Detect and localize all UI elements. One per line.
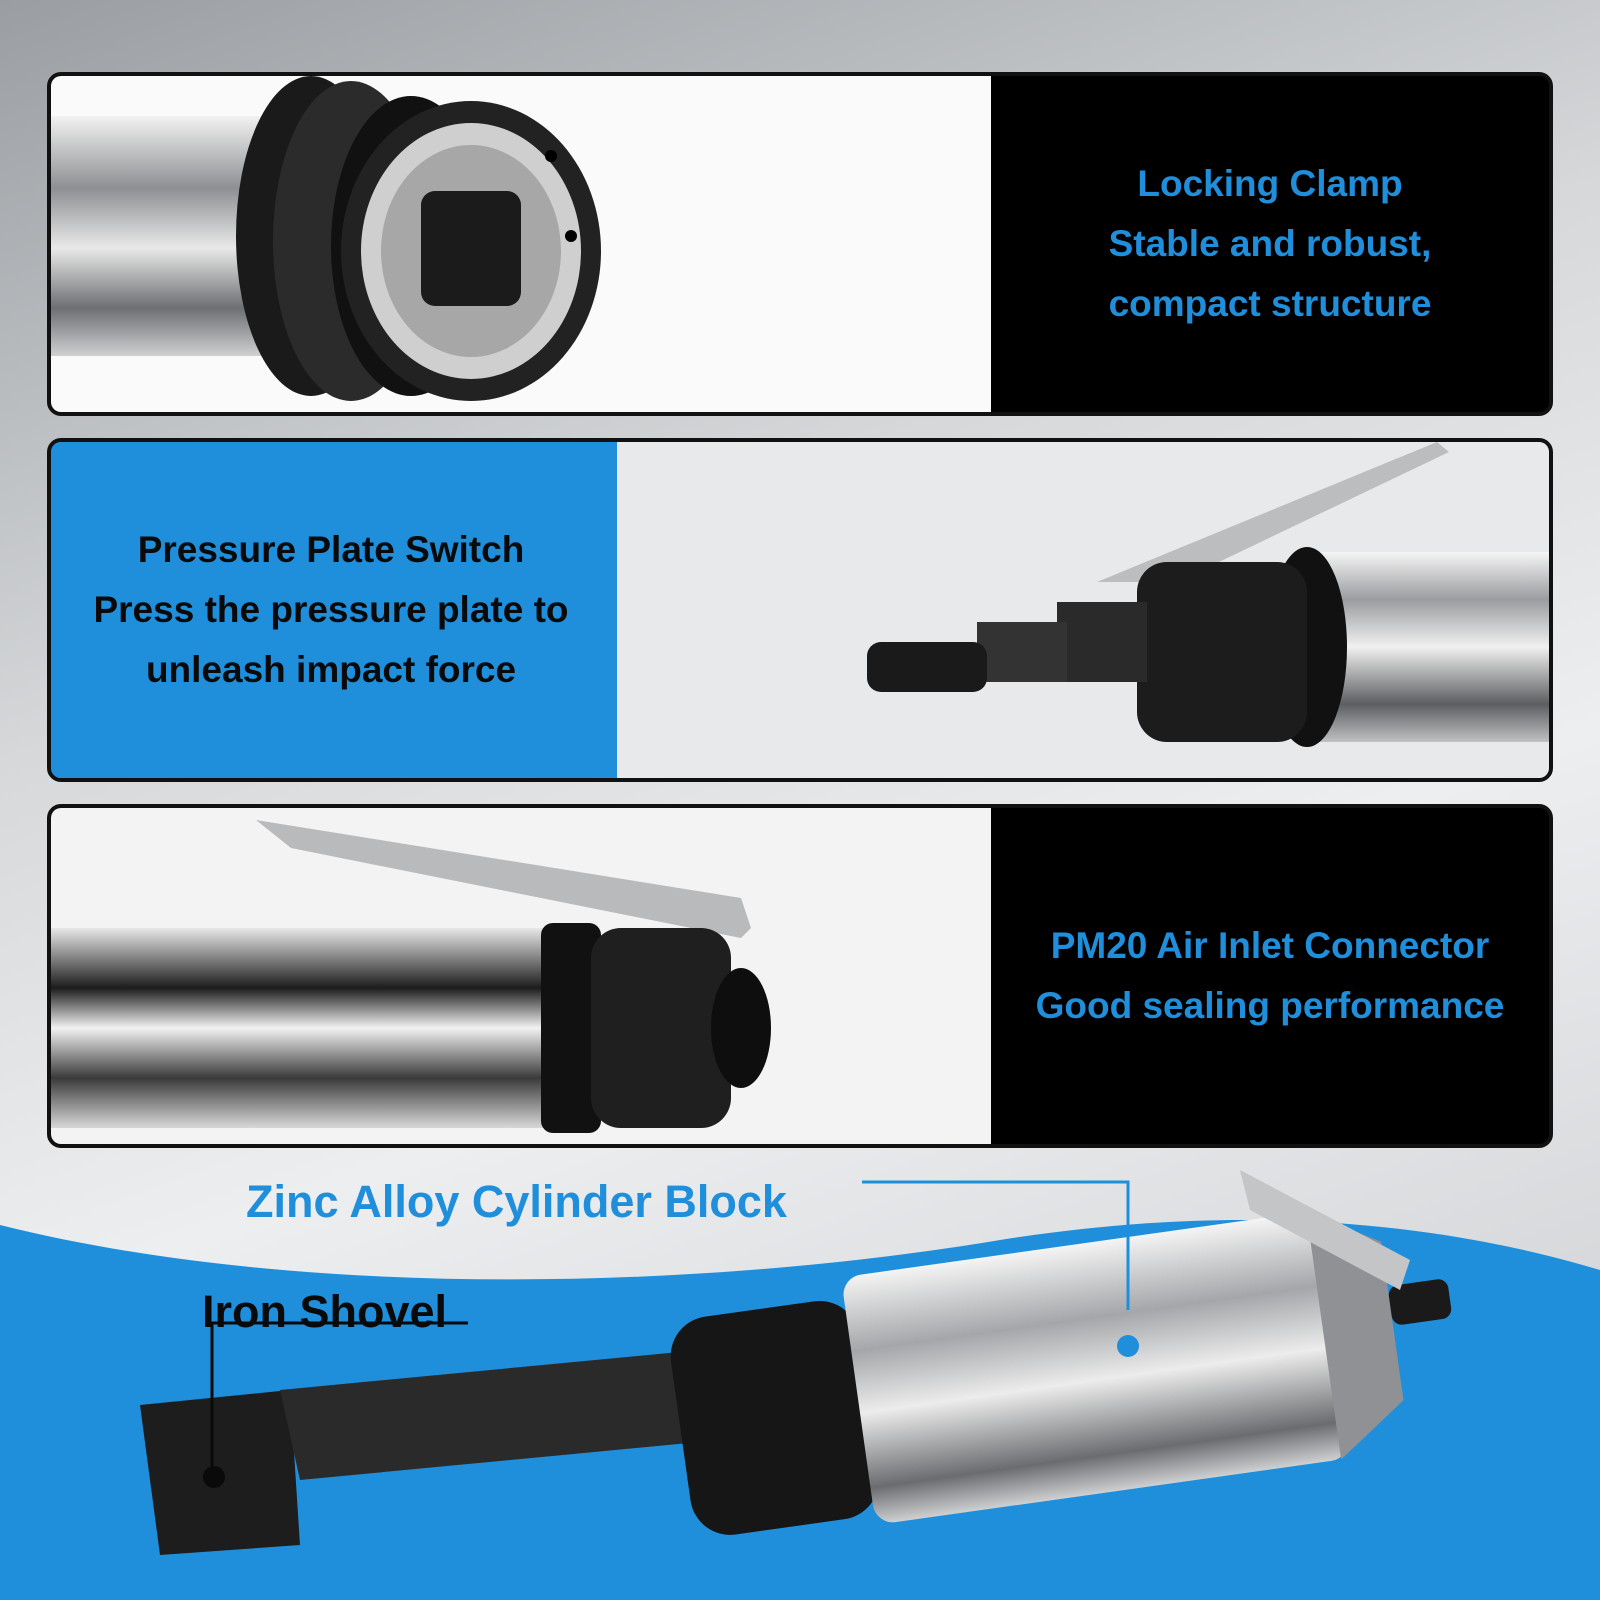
- callout-cylinder-label: Zinc Alloy Cylinder Block: [246, 1176, 787, 1227]
- caption-line: Press the pressure plate to: [93, 589, 569, 630]
- caption-line: Good sealing performance: [1035, 985, 1505, 1026]
- caption-line: compact structure: [1108, 283, 1432, 324]
- lever-and-inlet-illustration: [867, 442, 1549, 747]
- caption-air-inlet: PM20 Air Inlet Connector Good sealing pe…: [991, 808, 1549, 1144]
- chrome-tool-end-illustration: [51, 76, 601, 401]
- caption-line: Pressure Plate Switch: [137, 529, 525, 570]
- feature-panel-pressure-plate: Pressure Plate Switch Press the pressure…: [47, 438, 1553, 782]
- air-inlet-fitting: [1388, 1279, 1452, 1325]
- caption-pressure-plate: Pressure Plate Switch Press the pressure…: [51, 442, 611, 778]
- shovel-callout-line: [210, 1321, 468, 1468]
- caption-line: PM20 Air Inlet Connector: [1050, 925, 1490, 966]
- caption-line: Stable and robust,: [1108, 223, 1432, 264]
- caption-line: unleash impact force: [145, 649, 517, 690]
- chrome-barrel-illustration: [51, 820, 771, 1133]
- feature-panel-air-inlet: PM20 Air Inlet Connector Good sealing pe…: [47, 804, 1553, 1148]
- chisel-shaft: [280, 1350, 720, 1480]
- callout-shovel-label: Iron Shovel: [202, 1286, 448, 1337]
- air-hammer-product-illustration: [140, 1170, 1452, 1555]
- locking-collar: [670, 1300, 880, 1535]
- cylinder-callout-line: [862, 1180, 1130, 1310]
- caption-locking-clamp: Locking Clamp Stable and robust, compact…: [991, 76, 1549, 412]
- caption-line: Locking Clamp: [1137, 163, 1403, 204]
- pressure-lever: [1240, 1170, 1410, 1290]
- photo-barrel-lever: [51, 808, 991, 1144]
- cylinder-callout-dot: [1117, 1335, 1139, 1357]
- photo-lever-inlet: [617, 442, 1549, 778]
- cylinder-block: [843, 1213, 1349, 1523]
- shovel-callout-dot: [203, 1466, 225, 1488]
- photo-tool-end: [51, 76, 991, 412]
- feature-panel-locking-clamp: Locking Clamp Stable and robust, compact…: [47, 72, 1553, 416]
